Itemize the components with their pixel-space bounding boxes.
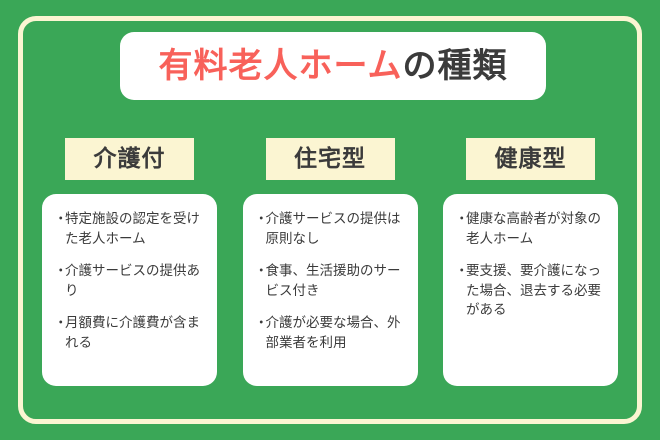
list-item-text: 介護が必要な場合、外部業者を利用 xyxy=(265,315,401,351)
bullet-icon: ・ xyxy=(455,211,469,227)
bullet-icon: ・ xyxy=(54,211,68,227)
list-item: ・ 介護サービスの提供あり xyxy=(54,262,205,301)
category-column-kaigotsuki: 介護付 ・ 特定施設の認定を受けた老人ホーム ・ 介護サービスの提供あり ・ 月… xyxy=(42,138,217,386)
page-title-accent: 有料老人ホーム xyxy=(158,46,403,86)
category-header-jutakugata: 住宅型 xyxy=(265,138,395,180)
category-card-kenkogata: ・ 健康な高齢者が対象の老人ホーム ・ 要支援、要介護になった場合、退去する必要… xyxy=(443,194,618,386)
list-item-text: 要支援、要介護になった場合、退去する必要がある xyxy=(466,263,601,319)
list-item: ・ 食事、生活援助のサービス付き xyxy=(255,262,406,301)
category-card-kaigotsuki: ・ 特定施設の認定を受けた老人ホーム ・ 介護サービスの提供あり ・ 月額費に介… xyxy=(42,194,217,386)
list-item-text: 介護サービスの提供あり xyxy=(65,263,200,299)
list-item: ・ 月額費に介護費が含まれる xyxy=(54,314,205,353)
list-item-text: 介護サービスの提供は原則なし xyxy=(265,211,401,247)
page-title-rest: の種類 xyxy=(402,46,508,86)
category-card-jutakugata: ・ 介護サービスの提供は原則なし ・ 食事、生活援助のサービス付き ・ 介護が必… xyxy=(242,194,418,386)
list-item: ・ 介護サービスの提供は原則なし xyxy=(255,210,406,249)
list-item: ・ 特定施設の認定を受けた老人ホーム xyxy=(54,210,205,249)
list-item-text: 特定施設の認定を受けた老人ホーム xyxy=(65,211,200,247)
bullet-icon: ・ xyxy=(254,211,269,227)
bullet-icon: ・ xyxy=(254,263,269,280)
category-header-kaigotsuki: 介護付 xyxy=(65,138,194,180)
list-item: ・ 要支援、要介護になった場合、退去する必要がある xyxy=(455,262,606,321)
page-title-box: 有料老人ホームの種類 xyxy=(120,32,546,100)
page-title: 有料老人ホームの種類 xyxy=(159,49,508,83)
category-header-label: 介護付 xyxy=(93,145,166,172)
list-item-text: 健康な高齢者が対象の老人ホーム xyxy=(466,211,601,247)
category-column-kenkogata: 健康型 ・ 健康な高齢者が対象の老人ホーム ・ 要支援、要介護になった場合、退去… xyxy=(443,138,618,386)
bullet-icon: ・ xyxy=(254,315,269,332)
category-header-kenkogata: 健康型 xyxy=(466,138,595,180)
category-column-jutakugata: 住宅型 ・ 介護サービスの提供は原則なし ・ 食事、生活援助のサービス付き ・ … xyxy=(242,138,418,386)
list-item-text: 食事、生活援助のサービス付き xyxy=(265,263,401,299)
category-header-label: 健康型 xyxy=(494,145,567,172)
category-header-label: 住宅型 xyxy=(294,145,366,172)
bullet-icon: ・ xyxy=(54,315,68,332)
list-item: ・ 健康な高齢者が対象の老人ホーム xyxy=(455,210,606,249)
bullet-icon: ・ xyxy=(54,263,68,280)
bullet-icon: ・ xyxy=(455,263,469,280)
list-item-text: 月額費に介護費が含まれる xyxy=(65,315,200,351)
category-columns: 介護付 ・ 特定施設の認定を受けた老人ホーム ・ 介護サービスの提供あり ・ 月… xyxy=(42,138,618,386)
list-item: ・ 介護が必要な場合、外部業者を利用 xyxy=(255,314,406,353)
